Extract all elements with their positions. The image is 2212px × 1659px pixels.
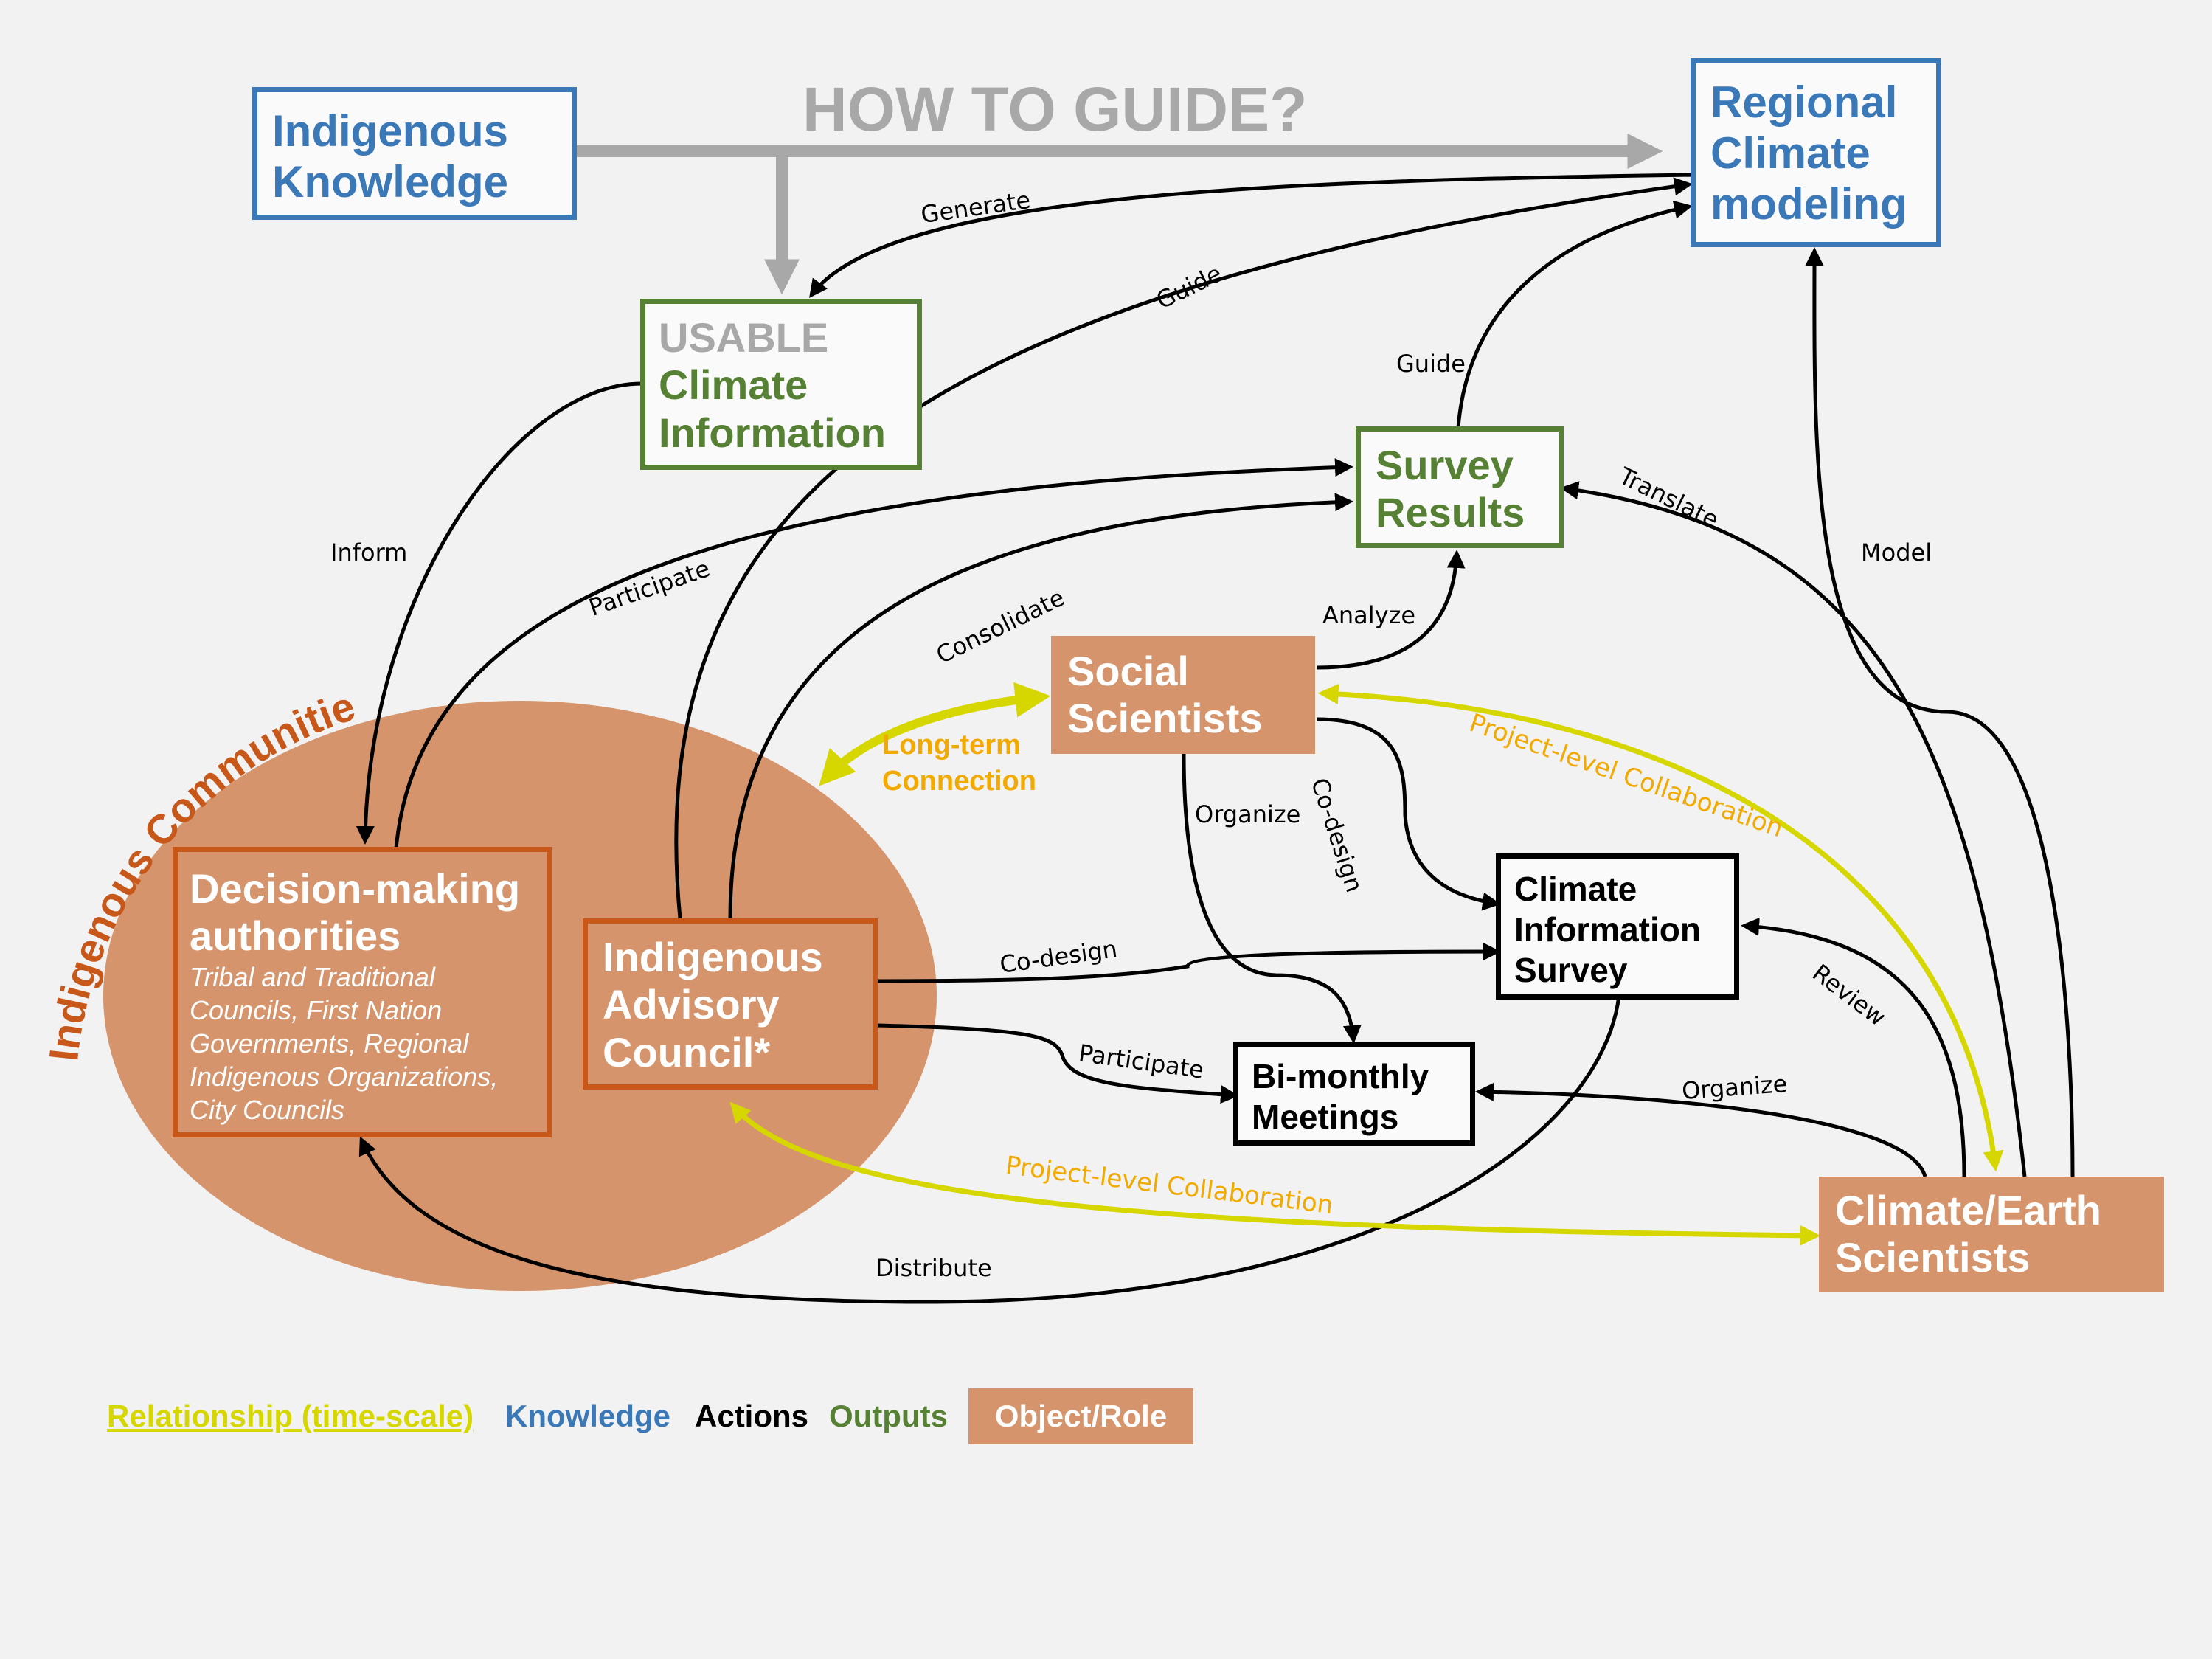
legend-object-role: Object/Role <box>968 1388 1193 1444</box>
node-line: authorities <box>190 912 401 960</box>
edge-codesign-council <box>876 942 1501 983</box>
legend-actions: Actions <box>695 1399 809 1433</box>
edge-participate-meetings <box>876 1023 1239 1104</box>
node-climate-earth-scientists: Climate/Earth Scientists <box>1819 1177 2164 1292</box>
label-model: Model <box>1861 538 1932 567</box>
node-line: Council* <box>603 1028 771 1076</box>
node-line: Scientists <box>1067 695 1263 742</box>
decision-detail-line: Councils, First Nation <box>190 994 443 1025</box>
node-line: Information <box>659 409 886 456</box>
node-line: Survey <box>1514 951 1628 990</box>
label-guide-survey: Guide <box>1396 350 1466 378</box>
node-line: Results <box>1376 489 1525 536</box>
node-line: Indigenous <box>603 934 823 980</box>
node-social-scientists: Social Scientists <box>1051 636 1315 754</box>
rel-project-council <box>729 1101 1821 1246</box>
node-survey-results: Survey Results <box>1356 426 1564 548</box>
node-line: Climate <box>1710 128 1871 178</box>
node-regional-climate-modeling: Regional Climate modeling <box>1691 58 1941 247</box>
rel-long-term <box>819 682 1051 786</box>
node-line: modeling <box>1710 179 1907 229</box>
node-indigenous-knowledge: Indigenous Knowledge <box>252 87 577 220</box>
legend-outputs: Outputs <box>829 1399 948 1433</box>
how-to-guide-title: HOW TO GUIDE? <box>802 75 1308 144</box>
label-organize-meetings: Organize <box>1195 800 1301 828</box>
node-line: Climate/Earth <box>1835 1187 2101 1233</box>
node-line: Climate <box>1514 870 1637 908</box>
node-line: Regional <box>1710 77 1898 127</box>
edge-review <box>1741 917 1966 1177</box>
label-long-term-connection: Long-term Connection <box>882 727 1036 800</box>
label-analyze: Analyze <box>1322 601 1416 629</box>
node-indigenous-advisory-council: Indigenous Advisory Council* <box>583 918 878 1090</box>
node-line: Knowledge <box>272 157 509 207</box>
node-bimonthly-meetings: Bi-monthly Meetings <box>1233 1042 1475 1146</box>
usable-prefix: USABLE <box>659 314 829 361</box>
edge-analyze <box>1316 550 1466 670</box>
rel-label-line: Connection <box>882 766 1036 797</box>
node-line: Information <box>1514 910 1701 949</box>
legend-relationship: Relationship (time-scale) <box>107 1399 474 1433</box>
node-line: Advisory <box>603 981 780 1028</box>
node-usable-climate-information: USABLE Climate Information <box>640 299 922 470</box>
node-decision-making-authorities: Decision-making authorities Tribal and T… <box>173 847 552 1137</box>
node-line: Decision-making <box>190 865 521 912</box>
node-line: Survey <box>1376 442 1514 488</box>
node-line: Indigenous <box>272 106 508 156</box>
edge-generate <box>809 173 1697 299</box>
decision-detail-line: City Councils <box>190 1094 345 1125</box>
node-line: Scientists <box>1835 1234 2031 1281</box>
edge-participate-survey <box>394 458 1353 849</box>
rel-label-line: Long-term <box>882 730 1021 761</box>
edge-guide-survey <box>1456 200 1693 429</box>
node-line: Bi-monthly <box>1252 1057 1429 1095</box>
edge-organize-climate <box>1475 1082 1927 1177</box>
node-line: Social <box>1067 648 1189 694</box>
edge-consolidate <box>728 493 1353 919</box>
edge-model <box>1805 247 2075 1177</box>
relationship-arrows <box>729 682 2004 1246</box>
rel-project-social <box>1317 683 2004 1172</box>
decision-detail-line: Governments, Regional <box>190 1028 469 1059</box>
edge-inform <box>356 381 642 845</box>
label-distribute: Distribute <box>876 1254 992 1282</box>
how-to-guide-arrows <box>575 134 1663 295</box>
node-climate-information-survey: Climate Information Survey <box>1496 853 1739 1000</box>
node-line: Climate <box>659 361 808 409</box>
legend-knowledge: Knowledge <box>505 1399 671 1433</box>
decision-detail-line: Indigenous Organizations, <box>190 1061 499 1092</box>
node-line: Meetings <box>1252 1098 1399 1137</box>
label-inform: Inform <box>330 538 408 567</box>
decision-detail-line: Tribal and Traditional <box>190 961 435 992</box>
